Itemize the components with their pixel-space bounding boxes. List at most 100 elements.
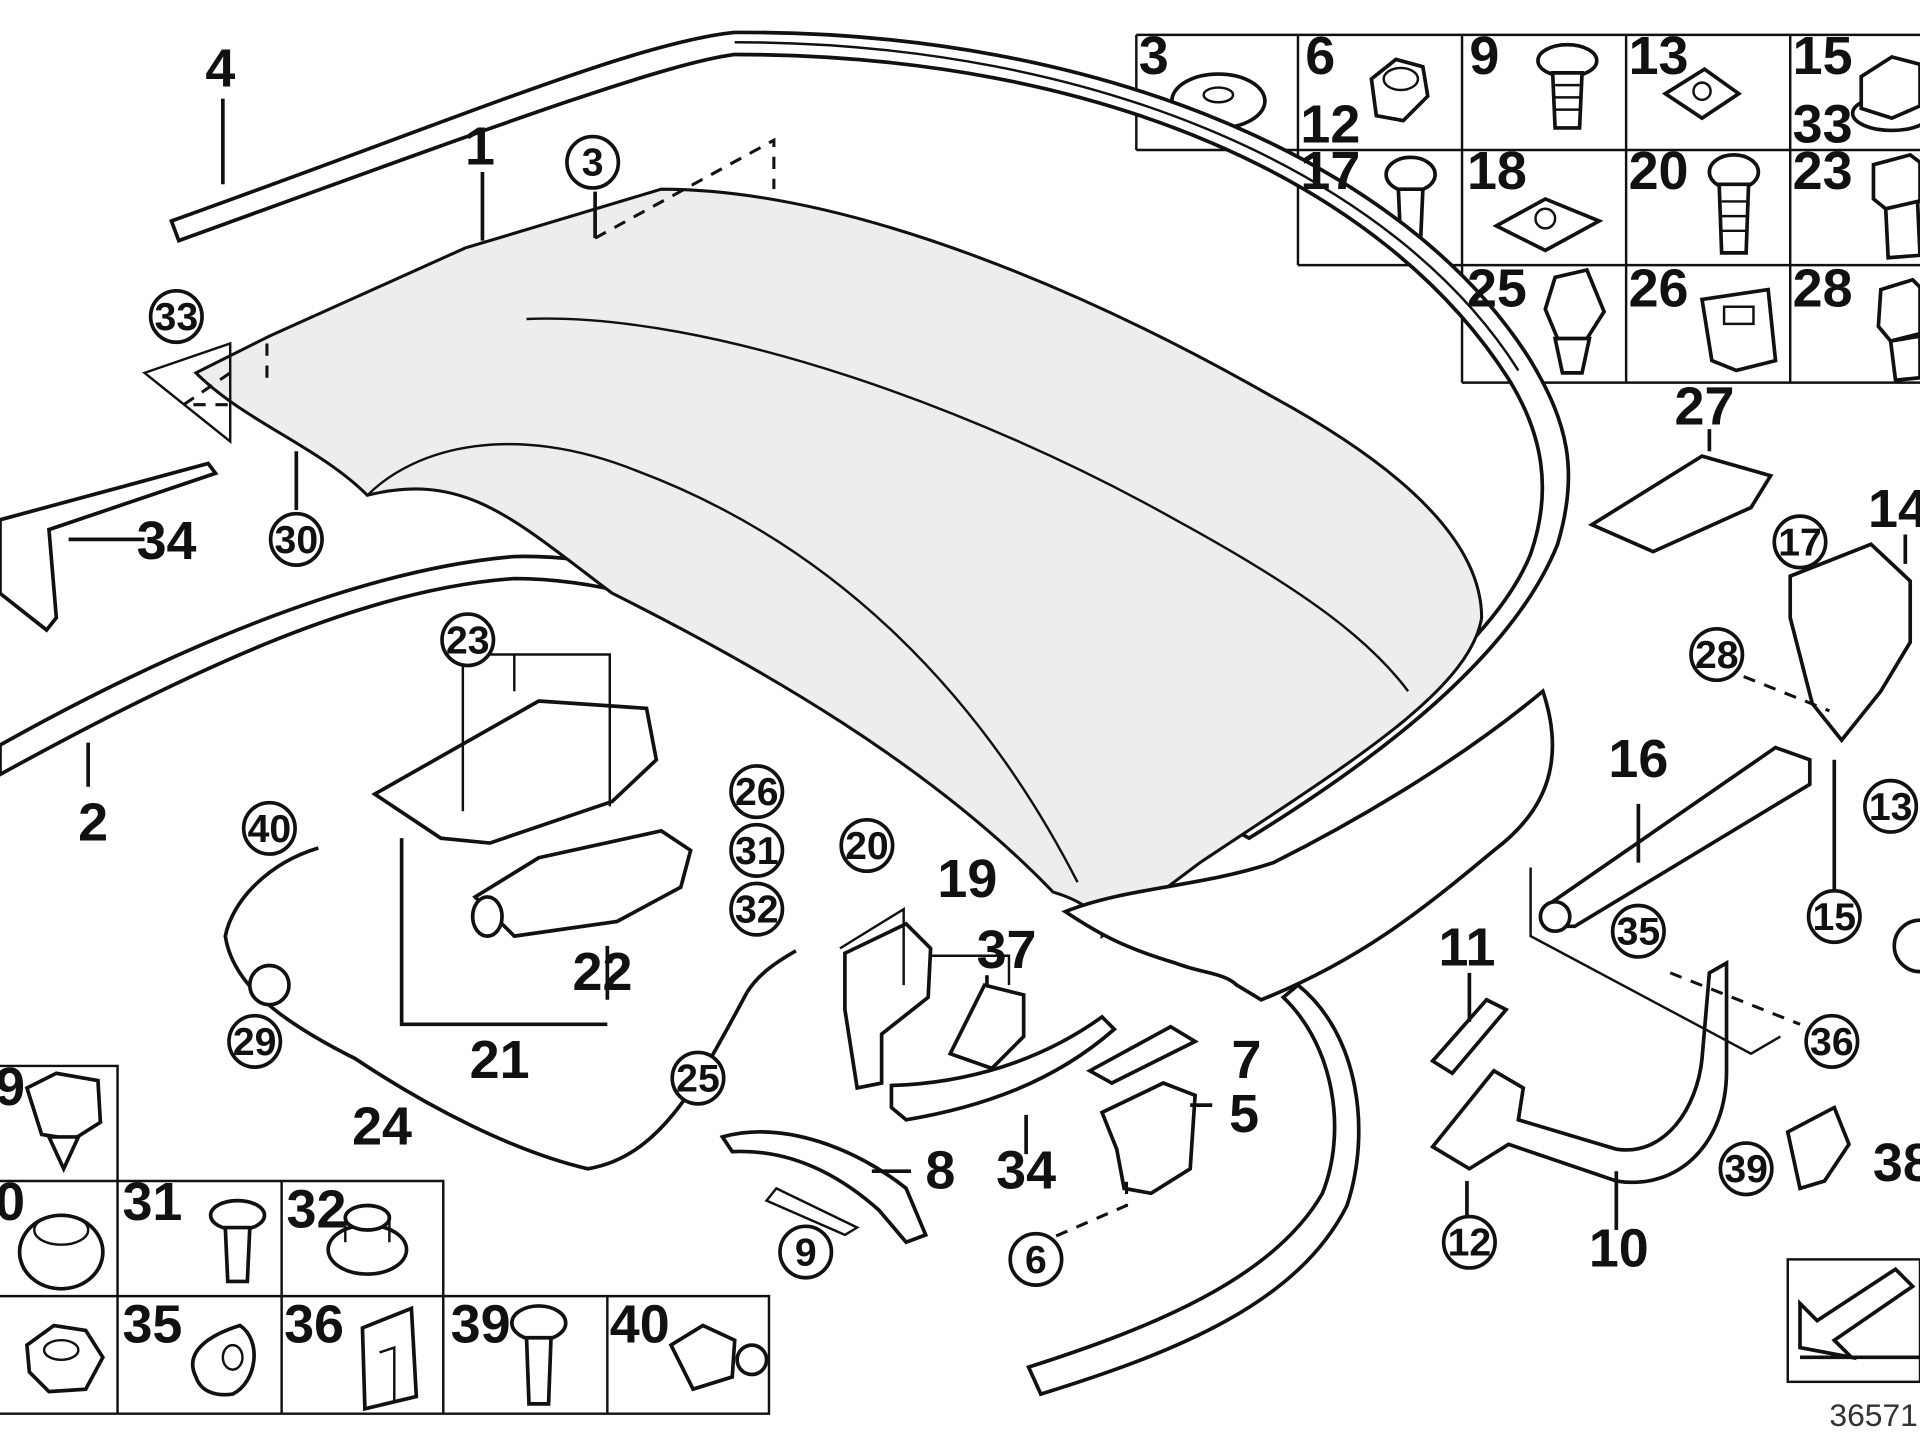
svg-text:6: 6 [1025,1239,1047,1282]
svg-text:35: 35 [1617,911,1661,954]
drive-cable [223,846,749,1171]
spacer-icon [326,1203,409,1276]
svg-text:30: 30 [275,519,319,562]
svg-text:28: 28 [1695,634,1739,677]
grid-labels-top: 3 6 12 9 13 15 33 17 18 20 23 25 26 28 [1139,26,1853,319]
svg-text:34: 34 [996,1140,1056,1200]
svg-text:13: 13 [1869,786,1913,829]
svg-text:39: 39 [451,1295,511,1355]
svg-text:3: 3 [1139,26,1169,86]
flat-bracket [1587,454,1774,554]
bracket-plate [1085,1024,1199,1086]
fastener-grid-bottom [0,1064,771,1415]
svg-text:10: 10 [1589,1219,1649,1279]
l-bracket [1099,1081,1198,1196]
svg-text:4: 4 [205,38,235,98]
svg-text:15: 15 [1812,896,1856,939]
svg-text:39: 39 [1724,1148,1768,1191]
svg-text:40: 40 [610,1295,670,1355]
catalog-number: 36571 [1829,1397,1918,1433]
svg-text:37: 37 [977,920,1037,980]
svg-text:0: 0 [0,1172,25,1232]
svg-text:33: 33 [1793,95,1853,155]
svg-text:32: 32 [735,889,779,932]
gas-strut [1543,745,1812,929]
svg-text:21: 21 [470,1030,530,1090]
arrow-direction-icon [1786,1258,1920,1384]
callout-circle: 3 33 30 23 40 29 26 31 32 20 25 9 6 12 1… [148,134,1920,1287]
svg-text:26: 26 [735,771,779,814]
svg-text:20: 20 [1629,141,1689,201]
svg-text:36: 36 [284,1295,344,1355]
grid-labels-bottom: 9 0 31 32 35 36 39 40 [0,1057,670,1355]
callout-labels: 4 1 34 2 21 24 22 19 37 7 5 34 8 11 10 1… [78,38,1920,1278]
mounting-bracket [1788,542,1913,744]
screw-icon [208,1198,267,1284]
svg-text:11: 11 [1438,918,1495,978]
svg-text:8: 8 [925,1140,955,1200]
svg-text:9: 9 [0,1057,25,1117]
clip-nut-icon [1661,66,1743,121]
svg-text:17: 17 [1300,141,1360,201]
handle-strip [719,1130,929,1245]
rear-side-rail [1026,982,1361,1397]
svg-text:25: 25 [676,1058,720,1101]
u-clip-icon [360,1305,419,1412]
svg-text:24: 24 [352,1096,412,1156]
svg-text:22: 22 [572,942,632,1002]
svg-text:31: 31 [122,1172,182,1232]
cable-clip-icon [24,1071,103,1174]
svg-text:19: 19 [937,849,997,909]
svg-text:23: 23 [1793,141,1853,201]
svg-text:23: 23 [446,619,490,662]
svg-text:14: 14 [1868,479,1920,539]
svg-text:26: 26 [1629,259,1689,319]
screw-icon [510,1304,568,1406]
drive-motor [472,828,693,939]
svg-text:1: 1 [465,117,495,177]
cable-clip-icon [668,1323,769,1392]
svg-text:9: 9 [795,1232,817,1275]
microswitch [947,982,1026,1071]
svg-text:34: 34 [137,511,197,571]
screw-icon [1536,42,1599,130]
rear-cover-section [1061,688,1555,1002]
corner-trim [0,461,219,633]
svg-text:36: 36 [1810,1021,1854,1064]
latch-bracket [843,921,933,1091]
svg-text:20: 20 [845,825,889,868]
svg-text:16: 16 [1608,729,1668,789]
svg-text:29: 29 [233,1021,277,1064]
hinge-arm [1429,959,1729,1185]
svg-text:27: 27 [1675,376,1735,436]
motor-housing [371,699,659,845]
bolt-icon [1876,277,1920,383]
svg-text:33: 33 [155,296,199,339]
svg-text:17: 17 [1778,521,1822,564]
svg-text:15: 15 [1793,26,1853,86]
svg-text:7: 7 [1232,1030,1262,1090]
push-clip-icon [1543,267,1607,375]
clip-nut-icon [1492,196,1604,253]
svg-text:40: 40 [248,808,292,851]
svg-text:32: 32 [287,1180,347,1240]
roof-cover-panel [193,187,1484,940]
svg-text:38: 38 [1873,1133,1920,1193]
svg-text:35: 35 [122,1295,182,1355]
svg-text:2: 2 [78,793,108,853]
teardrop-clip-icon [190,1323,256,1397]
flange-nut-icon [1850,54,1920,133]
bolt-icon [1871,152,1920,260]
expansion-clip-icon [1699,287,1778,373]
svg-text:3: 3 [582,142,604,185]
svg-text:12: 12 [1448,1222,1492,1265]
bolt-icon [1707,153,1761,255]
svg-text:25: 25 [1467,259,1527,319]
svg-text:13: 13 [1629,26,1689,86]
svg-text:18: 18 [1467,141,1527,201]
svg-text:12: 12 [1300,95,1360,155]
seal-strip [889,1014,1117,1122]
hex-nut-icon [25,1323,105,1394]
